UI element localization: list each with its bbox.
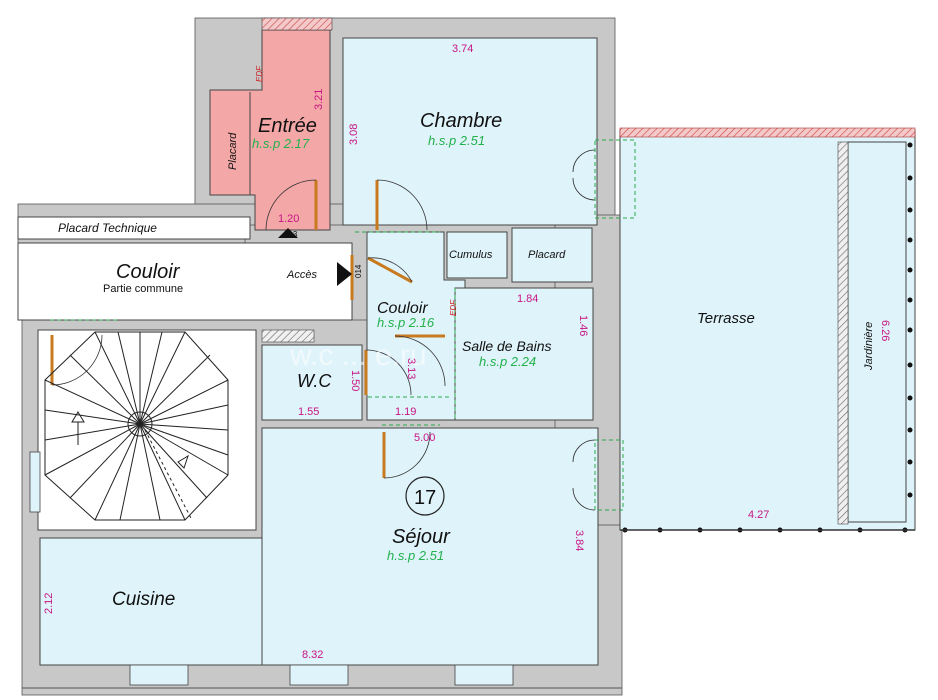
windows [29, 451, 514, 686]
watermark: w.c ... e.ru [289, 339, 427, 372]
room-wc [261, 344, 363, 421]
chambre-height-dim: 3.08 [348, 124, 360, 145]
entree-top-hatch [261, 17, 333, 31]
entree-placard-label: Placard [227, 132, 239, 170]
entree-edf-label: EDF [255, 65, 264, 82]
salle-de-bains-name: Salle de Bains [462, 338, 552, 354]
acces-arrow-side [337, 262, 352, 286]
couloir-code: 014 [354, 264, 363, 278]
entree-height-dim: 3.21 [313, 89, 325, 110]
wc-width-dim: 1.55 [298, 406, 319, 418]
chambre-width-dim: 3.74 [452, 43, 473, 55]
sejour-height-dim: 3.84 [573, 530, 585, 551]
entree-width-dim: 1.20 [278, 213, 299, 225]
room-cumulus [446, 231, 508, 279]
wc-hatch [261, 329, 315, 343]
wc-name: W.C [297, 371, 332, 391]
apartment-number: 17 [414, 487, 436, 509]
cuisine-height-dim: 2.12 [43, 593, 55, 614]
room-chambre [342, 37, 598, 226]
doors [50, 180, 445, 478]
terrasse-width-dim: 4.27 [748, 509, 769, 521]
couloir-height-dim: 3.13 [405, 358, 417, 379]
chambre-hsp: h.s.p 2.51 [428, 133, 485, 148]
terrasse-name: Terrasse [697, 310, 755, 327]
room-terrasse [619, 127, 916, 533]
room-placard-technique [17, 216, 251, 240]
salle-de-bains-height-dim: 1.46 [577, 315, 589, 336]
acces-arrow-top [278, 228, 298, 238]
entree-code: 013 [284, 230, 298, 239]
couloir-width-dim: 1.19 [395, 406, 416, 418]
wc-height-dim: 1.50 [349, 370, 361, 391]
jardiniere-box [847, 141, 907, 523]
door-swings [51, 149, 596, 511]
apartment-number-circle [405, 476, 445, 516]
room-couloir-commun [17, 242, 353, 321]
window-dashes [50, 139, 636, 511]
cumulus-label: Cumulus [449, 249, 493, 261]
couloir-commun-subtitle: Partie commune [103, 283, 183, 295]
cuisine-name: Cuisine [112, 589, 175, 610]
placard-technique-label: Placard Technique [58, 221, 157, 235]
salle-de-bains-hsp: h.s.p 2.24 [479, 354, 536, 369]
room-cuisine [39, 537, 263, 666]
couloir-name: Couloir [377, 300, 428, 317]
couloir-hsp: h.s.p 2.16 [377, 315, 435, 330]
sejour-width-dim: 5.00 [414, 432, 435, 444]
salle-de-bains-width-dim: 1.84 [517, 293, 538, 305]
entree-name: Entrée [258, 115, 317, 137]
jardiniere-label: Jardinière [863, 322, 875, 371]
entree-hsp: h.s.p 2.17 [252, 136, 310, 151]
jardiniere-height-dim: 6.26 [879, 320, 891, 341]
couloir-commun-name: Couloir [116, 261, 181, 283]
cuisine-width-dim: 8.32 [302, 649, 323, 661]
staircase [44, 331, 229, 521]
couloir-edf-label: EDF [449, 299, 458, 316]
sejour-name: Séjour [392, 526, 451, 548]
chambre-name: Chambre [420, 110, 502, 132]
sejour-hsp: h.s.p 2.51 [387, 548, 444, 563]
room-placard [511, 227, 593, 283]
room-entree [209, 17, 333, 231]
acces-label: Accès [286, 269, 317, 281]
placard-label: Placard [528, 249, 566, 261]
